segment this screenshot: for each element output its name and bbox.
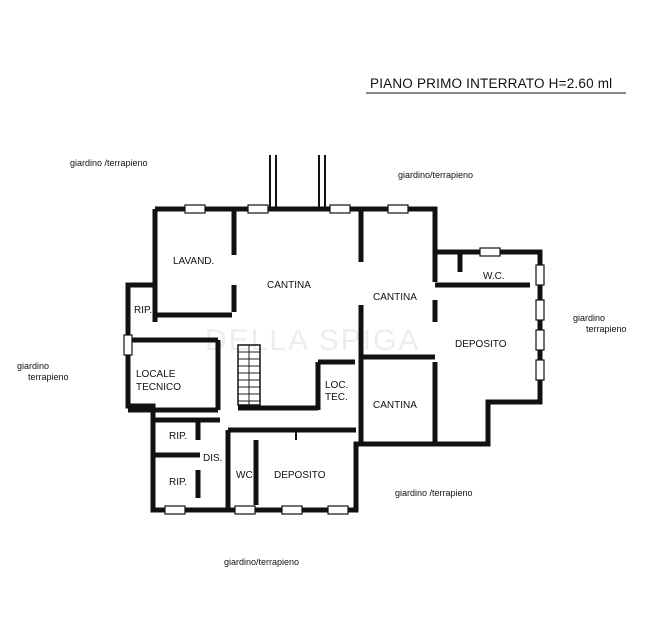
staircase xyxy=(237,344,261,406)
room-wc-right: W.C. xyxy=(483,271,505,282)
room-cantina-main: CANTINA xyxy=(267,280,311,291)
room-deposito-lower: DEPOSITO xyxy=(274,470,326,481)
exterior-wall xyxy=(125,206,543,513)
room-cantina-lower: CANTINA xyxy=(373,400,417,411)
room-dis: DIS. xyxy=(203,453,222,464)
exterior-top-left: giardino /terrapieno xyxy=(70,158,148,168)
exterior-bottom: giardino/terrapieno xyxy=(224,557,299,567)
exterior-right-line2: terrapieno xyxy=(586,324,627,334)
exterior-top-right: giardino/terrapieno xyxy=(398,170,473,180)
windows xyxy=(123,204,545,515)
room-lavand: LAVAND. xyxy=(173,256,214,267)
plan-title: PIANO PRIMO INTERRATO H=2.60 ml xyxy=(370,76,612,91)
light-shaft xyxy=(269,155,326,209)
exterior-left-line1: giardino xyxy=(17,361,49,371)
room-rip-lower: RIP. xyxy=(169,477,187,488)
exterior-bottom-right: giardino /terrapieno xyxy=(395,488,473,498)
room-rip-mid: RIP. xyxy=(169,431,187,442)
room-locale-tecnico-line2: TECNICO xyxy=(136,382,181,393)
exterior-right-line1: giardino xyxy=(573,313,605,323)
room-loc-tec-line2: TEC. xyxy=(325,392,348,403)
room-rip-upper: RIP. xyxy=(134,305,152,316)
exterior-left-line2: terrapieno xyxy=(28,372,69,382)
room-wc-lower: WC xyxy=(236,470,253,481)
room-deposito-right: DEPOSITO xyxy=(455,339,507,350)
room-locale-tecnico-line1: LOCALE xyxy=(136,369,176,380)
room-cantina-upper: CANTINA xyxy=(373,292,417,303)
room-loc-tec-line1: LOC. xyxy=(325,380,348,391)
interior-walls xyxy=(128,209,530,510)
